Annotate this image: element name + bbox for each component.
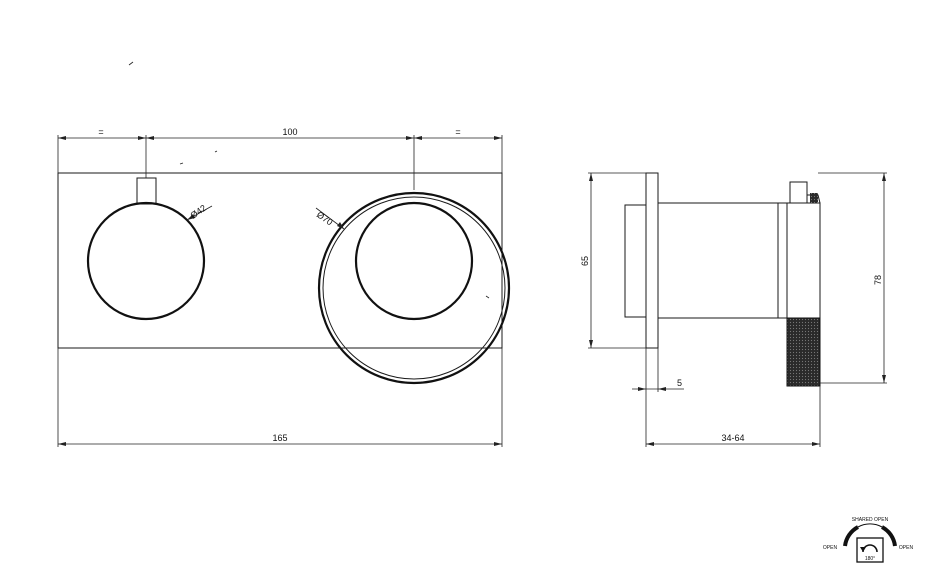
shared-open-legend: SHARED OPEN OPEN OPEN 180° <box>823 517 914 563</box>
side-plate-thickness-label: 5 <box>677 378 682 388</box>
large-inner-ring <box>322 196 506 380</box>
side-knurled-grip <box>786 317 821 387</box>
small-knob-circle <box>86 201 206 321</box>
top-left-equal-label: = <box>98 127 103 137</box>
legend-arc-right <box>880 525 897 547</box>
legend-box <box>856 537 884 563</box>
speck-marks <box>128 61 490 299</box>
side-total-height-dimension: 78 <box>873 173 886 383</box>
bottom-dimension: 165 <box>58 433 502 446</box>
overall-width-label: 165 <box>272 433 287 443</box>
side-plate-thickness-dimension: 5 <box>632 378 684 391</box>
side-lever <box>789 181 808 204</box>
front-plate <box>57 172 503 349</box>
legend-angle-label: 180° <box>865 556 875 562</box>
side-plate-height-dimension: 65 <box>580 173 593 348</box>
large-knob-circle <box>354 201 474 321</box>
small-diameter-callout: Ø42 <box>186 203 213 221</box>
large-knob <box>317 191 511 385</box>
side-plate-height-label: 65 <box>580 256 590 266</box>
top-right-equal-label: = <box>455 127 460 137</box>
small-diameter-label: Ø42 <box>188 203 208 221</box>
side-total-height-label: 78 <box>873 275 883 285</box>
legend-shared-open-label: SHARED OPEN <box>852 517 889 523</box>
side-body <box>657 202 779 319</box>
side-depth-dimension: 34-64 <box>646 433 820 446</box>
large-outer-ring <box>317 191 511 385</box>
legend-rotate-arrow <box>860 547 866 552</box>
legend-arc-mid <box>857 523 883 528</box>
small-knob <box>86 177 206 321</box>
top-dimension: = 100 = <box>58 127 502 140</box>
side-view: 65 78 5 34-64 <box>580 172 887 447</box>
side-wall-box <box>624 204 647 318</box>
side-depth-label: 34-64 <box>721 433 744 443</box>
side-handle <box>786 202 821 319</box>
side-collar <box>777 202 788 319</box>
front-view: = 100 = 165 Ø42 Ø70 <box>57 61 511 447</box>
legend-open-left-label: OPEN <box>823 545 838 551</box>
large-diameter-label: Ø70 <box>315 209 335 227</box>
legend-open-right-label: OPEN <box>899 545 914 551</box>
small-knob-lever <box>136 177 157 205</box>
legend-arc-left <box>843 525 860 547</box>
large-diameter-callout: Ø70 <box>315 207 345 230</box>
side-plate <box>645 172 659 349</box>
top-center-label: 100 <box>282 127 297 137</box>
side-lever-knurl-top <box>810 193 818 203</box>
